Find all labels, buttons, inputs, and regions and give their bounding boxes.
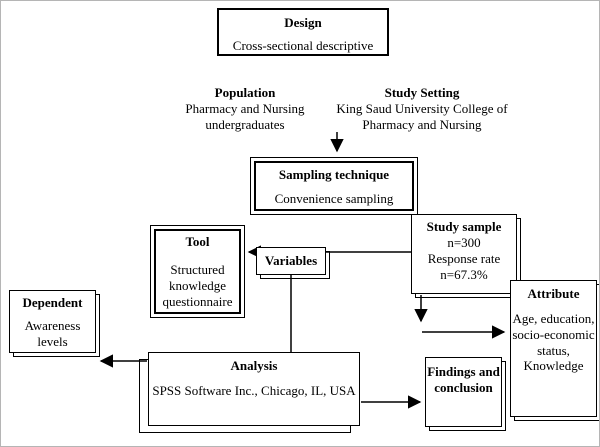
variables-box: Variables [256, 247, 330, 279]
study-setting-body: King Saud University College of Pharmacy… [336, 100, 508, 132]
variables-title: Variables [264, 253, 318, 269]
sampling-technique-inner: Sampling technique Convenience sampling [254, 161, 414, 211]
population-body: Pharmacy and Nursing undergraduates [185, 100, 305, 132]
dependent-body: Awareness levels [24, 317, 81, 349]
sampling-technique-title: Sampling technique [278, 167, 390, 182]
attribute-title: Attribute [527, 286, 580, 301]
design-box: Design Cross-sectional descriptive [217, 8, 389, 56]
attribute-box: Attribute Age, education, socio-economic… [510, 280, 599, 421]
dependent-box: Dependent Awareness levels [9, 290, 100, 357]
study-setting-title: Study Setting [384, 85, 460, 100]
tool-inner: Tool Structured knowledge questionnaire [154, 229, 241, 314]
tool-box: Tool Structured knowledge questionnaire [150, 225, 245, 318]
study-sample-title: Study sample [426, 219, 502, 234]
sampling-technique-body: Convenience sampling [274, 190, 394, 206]
tool-body: Structured knowledge questionnaire [162, 261, 233, 309]
design-body: Cross-sectional descriptive [232, 37, 374, 53]
population-label: Population Pharmacy and Nursing undergra… [184, 85, 306, 133]
attribute-body: Age, education, socio-economic status, K… [512, 310, 595, 374]
tool-title: Tool [185, 234, 210, 249]
population-title: Population [214, 85, 276, 100]
study-setting-label: Study Setting King Saud University Colle… [333, 85, 511, 133]
analysis-body: SPSS Software Inc., Chicago, IL, USA [152, 382, 356, 398]
findings-conclusion-title: Findings and conclusion [427, 364, 500, 395]
findings-conclusion-box: Findings and conclusion [425, 357, 506, 431]
study-sample-box: Study sample n=300 Response rate n=67.3% [411, 214, 521, 298]
study-sample-body: n=300 Response rate n=67.3% [427, 234, 501, 282]
dependent-title: Dependent [22, 295, 83, 310]
analysis-title: Analysis [230, 358, 278, 373]
design-title: Design [284, 15, 322, 30]
analysis-box: Analysis SPSS Software Inc., Chicago, IL… [139, 352, 360, 433]
sampling-technique-box: Sampling technique Convenience sampling [250, 157, 418, 215]
